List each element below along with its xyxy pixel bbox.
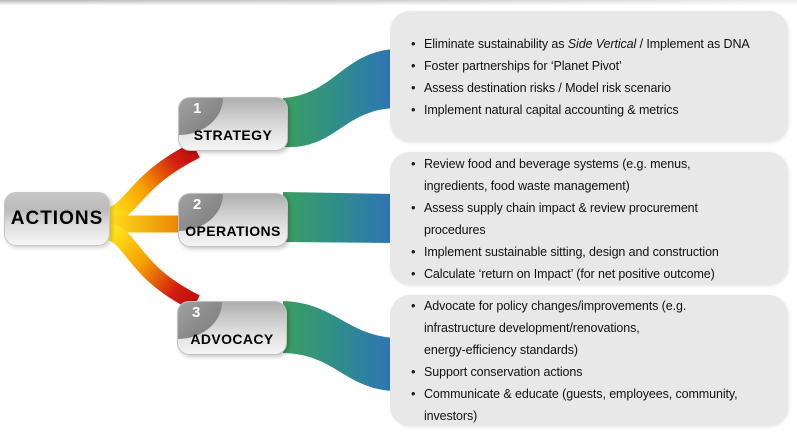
top-edge-shading bbox=[0, 0, 797, 5]
ribbon-strategy-to-list bbox=[283, 49, 394, 148]
bullet-text: Eliminate sustainability as Side Vertica… bbox=[424, 36, 750, 51]
detail-box-strategy: • Eliminate sustainability as Side Vertic… bbox=[390, 11, 788, 142]
node-strategy: 1 STRATEGY bbox=[178, 97, 288, 151]
bullet-dot: • bbox=[411, 363, 416, 379]
bullet-item: • Communicate & educate (guests, employee… bbox=[390, 383, 778, 427]
bullet-text: Foster partnerships for ‘Planet Pivot’ bbox=[424, 58, 622, 73]
node-label: STRATEGY bbox=[193, 127, 273, 143]
bullet-text: Review food and beverage systems (e.g. m… bbox=[424, 156, 691, 193]
bullet-text: Assess supply chain impact & review proc… bbox=[424, 200, 698, 237]
bullet-item: • Implement sustainable sitting, design a… bbox=[390, 241, 778, 263]
bullet-text: Implement sustainable sitting, design an… bbox=[424, 244, 719, 259]
bullet-dot: • bbox=[411, 155, 416, 171]
bullet-item: • Support conservation actions bbox=[390, 361, 778, 383]
bullet-dot: • bbox=[411, 79, 416, 95]
root-node-actions: ACTIONS bbox=[4, 192, 110, 246]
bullet-item: • Review food and beverage systems (e.g. … bbox=[390, 153, 778, 197]
bullet-item: • Assess destination risks / Model risk s… bbox=[390, 77, 778, 99]
bullet-dot: • bbox=[411, 297, 416, 313]
detail-box-operations: • Review food and beverage systems (e.g. … bbox=[390, 152, 788, 285]
branch-actions-to-advocacy bbox=[103, 221, 200, 311]
bullet-item: • Assess supply chain impact & review pro… bbox=[390, 197, 778, 241]
bullet-dot: • bbox=[411, 199, 416, 215]
node-label: OPERATIONS bbox=[185, 223, 281, 239]
bullet-text: Communicate & educate (guests, employees… bbox=[424, 386, 738, 423]
bullet-dot: • bbox=[411, 385, 416, 401]
root-node-label: ACTIONS bbox=[10, 208, 104, 229]
node-number: 2 bbox=[193, 196, 202, 213]
bullet-item: • Calculate ‘return on Impact’ (for net p… bbox=[390, 263, 778, 285]
branch-actions-to-strategy bbox=[103, 142, 200, 226]
bullet-item: • Foster partnerships for ‘Planet Pivot’ bbox=[390, 55, 778, 77]
bullet-item: • Eliminate sustainability as Side Vertic… bbox=[390, 33, 778, 55]
bullet-list: • Advocate for policy changes/improvement… bbox=[390, 295, 788, 427]
bullet-text: Implement natural capital accounting & m… bbox=[424, 102, 679, 117]
detail-box-advocacy: • Advocate for policy changes/improvement… bbox=[390, 295, 788, 426]
bullet-dot: • bbox=[411, 57, 416, 73]
bullet-dot: • bbox=[411, 243, 416, 259]
bullet-dot: • bbox=[411, 35, 416, 51]
bullet-item: • Advocate for policy changes/improvement… bbox=[390, 295, 778, 361]
node-number: 1 bbox=[193, 100, 202, 117]
bullet-list: • Eliminate sustainability as Side Vertic… bbox=[390, 33, 788, 121]
bullet-dot: • bbox=[411, 101, 416, 117]
bullet-text: Assess destination risks / Model risk sc… bbox=[424, 80, 671, 95]
bullet-text: Calculate ‘return on Impact’ (for net po… bbox=[424, 266, 715, 281]
ribbon-advocacy-to-list bbox=[283, 301, 394, 391]
bullet-item: • Implement natural capital accounting & … bbox=[390, 99, 778, 121]
ribbon-operations-to-list bbox=[283, 192, 394, 243]
node-number: 3 bbox=[192, 304, 201, 321]
bullet-dot: • bbox=[411, 265, 416, 281]
node-label: ADVOCACY bbox=[190, 331, 274, 347]
bullet-list: • Review food and beverage systems (e.g. … bbox=[390, 153, 788, 285]
bullet-text: Support conservation actions bbox=[424, 364, 583, 379]
bullet-text: Advocate for policy changes/improvements… bbox=[424, 298, 687, 357]
node-operations: 2 OPERATIONS bbox=[178, 193, 288, 247]
node-advocacy: 3 ADVOCACY bbox=[177, 301, 287, 355]
